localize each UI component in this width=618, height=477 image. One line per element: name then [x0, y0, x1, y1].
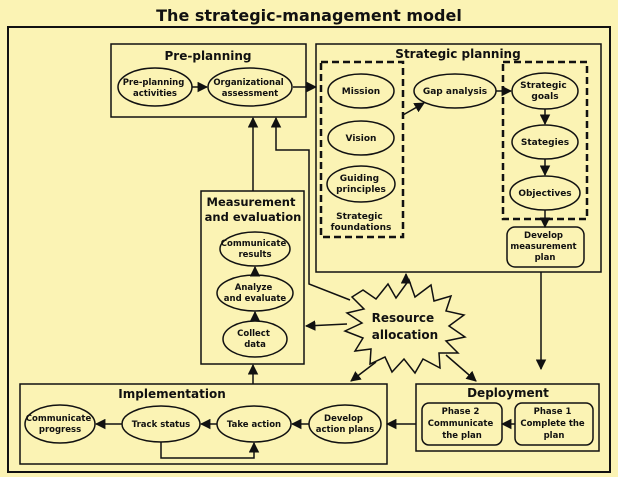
measurement-title: Measurement	[207, 195, 296, 209]
develop-action-plans-node	[308, 404, 382, 444]
svg-text:Phase 1 Complete the: Phase 1 Complete the plan	[520, 407, 587, 441]
svg-text:Analyze and evaluate: Analyze and evaluate	[224, 283, 287, 304]
develop-measurement-plan-label: Develop	[524, 231, 563, 241]
preplanning-title: Pre-planning	[165, 49, 252, 63]
implementation-section: Implementation Communicate progress Trac…	[19, 383, 388, 465]
organizational-assessment-label: Organizational	[213, 78, 283, 88]
arrow-resource-to-measurement	[304, 320, 348, 331]
svg-text:Communicate progress: Communicate progress	[26, 414, 94, 435]
phase2-label: Phase 2	[442, 407, 480, 417]
communicate-progress-node	[24, 404, 96, 444]
strategic-goals-label: Strategic	[520, 81, 567, 91]
svg-text:Phase 2 Communicate: Phase 2 Communicate the plan	[428, 407, 496, 441]
deployment-title: Deployment	[467, 386, 549, 400]
mission-label: Mission	[342, 87, 380, 97]
guiding-principles-node	[326, 165, 396, 203]
strategic-planning-section: Strategic planning Mission Vision Guidin…	[315, 43, 602, 273]
phase1-label: Phase 1	[534, 407, 572, 417]
measurement-title: and evaluation	[205, 210, 302, 224]
develop-measurement-plan-box	[506, 226, 585, 268]
mission-node	[327, 73, 395, 109]
preplanning-section: Pre-planning Pre-planning activities Org…	[110, 43, 307, 118]
deployment-section: Deployment Phase 2 Communicate the plan …	[415, 383, 600, 452]
develop-action-plans-label: action plans	[316, 425, 374, 435]
strategic-foundations-label: foundations	[331, 223, 392, 233]
communicate-results-label: results	[238, 250, 271, 260]
phase2-label: Communicate	[428, 419, 494, 429]
preplanning-activities-label: activities	[133, 89, 177, 99]
communicate-results-label: Communicate	[221, 239, 287, 249]
analyze-evaluate-label: and evaluate	[224, 294, 287, 304]
collect-data-label: Collect	[237, 329, 270, 339]
strategic-goals-node	[511, 72, 579, 110]
guiding-principles-label: principles	[336, 185, 386, 195]
develop-action-plans-label: Develop	[324, 414, 363, 424]
outer-frame	[7, 26, 611, 473]
strategic-planning-box	[315, 43, 602, 273]
strategic-planning-title: Strategic planning	[395, 47, 520, 61]
vision-node	[327, 120, 395, 156]
preplanning-activities-label: Pre-planning	[123, 78, 185, 88]
svg-text:Strategic foundations: Strategic foundations	[331, 212, 392, 233]
svg-text:Collect data: Collect data	[237, 329, 273, 350]
strategic-foundations-box	[319, 60, 405, 239]
svg-text:Communicate results: Communicate results	[221, 239, 289, 260]
resource-allocation-label: allocation	[372, 328, 438, 342]
resource-allocation-label: Resource	[372, 311, 434, 325]
svg-text:Guiding principles: Guiding principles	[336, 174, 386, 195]
preplanning-box	[110, 43, 307, 118]
deployment-box	[415, 383, 600, 452]
organizational-assessment-label: assessment	[222, 89, 278, 99]
svg-text:Resource allocation: Resource allocation	[372, 311, 439, 342]
svg-text:Strategic goals: Strategic goals	[520, 81, 570, 102]
collect-data-label: data	[244, 340, 266, 350]
svg-text:Develop measurement: Develop measurement plan	[510, 231, 579, 263]
arrow-resource-to-preplanning	[270, 116, 351, 301]
communicate-progress-label: Communicate	[26, 414, 92, 424]
resource-allocation-starburst	[343, 278, 467, 375]
arrow-foundations-to-gap	[402, 102, 425, 116]
strategic-goals-label: goals	[531, 92, 558, 102]
communicate-progress-label: progress	[39, 425, 81, 435]
phase2-label: the plan	[442, 431, 482, 441]
take-action-label: Take action	[227, 420, 281, 430]
phase1-label: plan	[544, 431, 565, 441]
guiding-principles-label: Guiding	[340, 174, 379, 184]
svg-text:Measurement and evaluati: Measurement and evaluation	[205, 195, 302, 224]
svg-text:Develop action plans: Develop action plans	[316, 414, 374, 435]
develop-measurement-plan-label: measurement	[510, 242, 576, 252]
diagram-title: The strategic-management model	[156, 6, 462, 25]
gap-analysis-label: Gap analysis	[423, 87, 487, 97]
resource-allocation-section: Resource allocation	[304, 272, 477, 382]
analyze-evaluate-node	[216, 274, 294, 312]
track-status-label: Track status	[132, 420, 190, 430]
phase1-label: Complete the	[520, 419, 585, 429]
strategic-foundations-label: Strategic	[336, 212, 383, 222]
implementation-title: Implementation	[118, 387, 225, 401]
develop-measurement-plan-label: plan	[535, 253, 556, 263]
measurement-section: Measurement and evaluation Communicate r…	[200, 190, 305, 365]
vision-label: Vision	[346, 134, 377, 144]
arrow-resource-to-deployment	[445, 354, 477, 382]
arrow-resource-to-implementation	[350, 361, 377, 382]
objectives-label: Objectives	[518, 189, 571, 199]
collect-data-node	[222, 320, 288, 358]
svg-text:Pre-planning activities: Pre-planning activities	[123, 78, 188, 99]
svg-text:Organizational assessmen: Organizational assessment	[213, 78, 286, 99]
analyze-evaluate-label: Analyze	[235, 283, 273, 293]
communicate-results-node	[219, 231, 291, 267]
strategies-label: Stategies	[521, 138, 569, 148]
loop-track-to-take	[160, 441, 260, 459]
